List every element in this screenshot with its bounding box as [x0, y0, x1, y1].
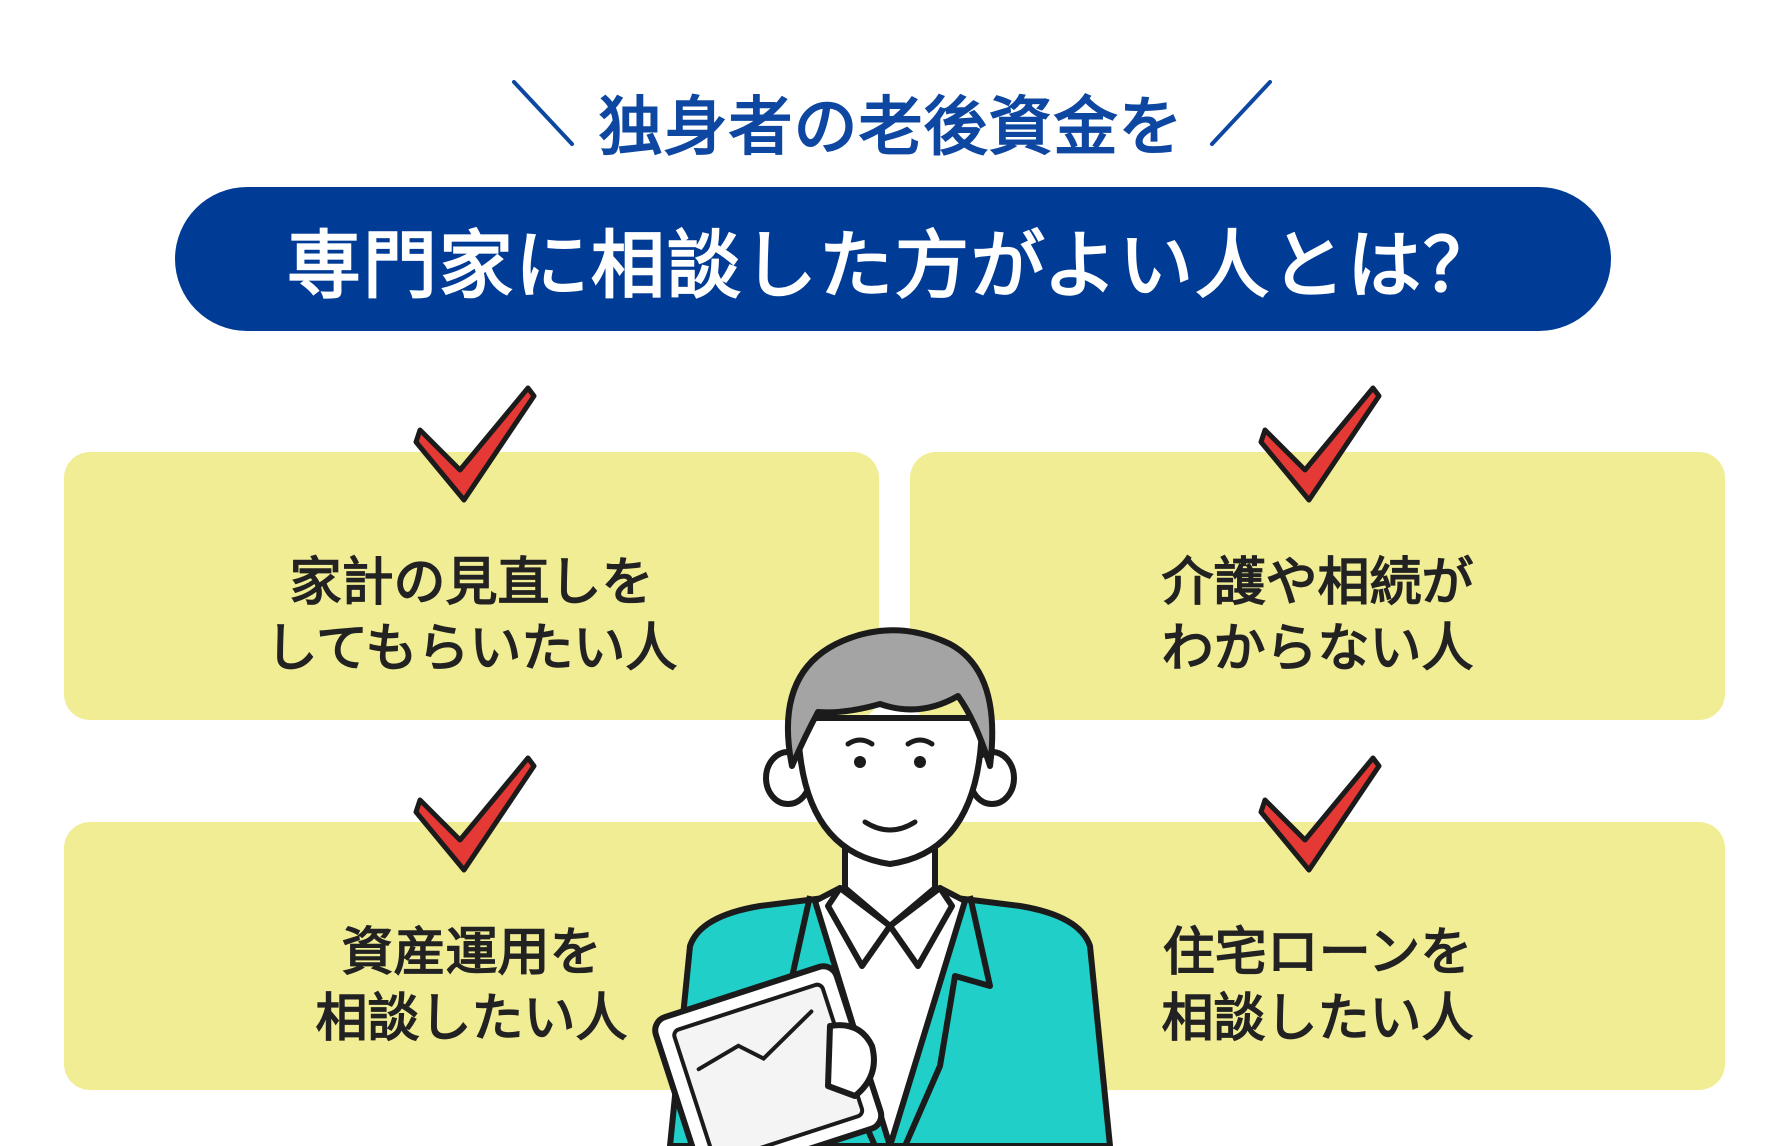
businessman-illustration [652, 627, 1113, 1146]
card-line: わからない人 [1161, 619, 1474, 679]
check-icon [1258, 755, 1382, 873]
card-line: してもらいたい人 [265, 619, 678, 679]
card-care-inheritance: 介護や相続が わからない人 [910, 452, 1725, 720]
card-line: 住宅ローンを [1162, 923, 1473, 983]
title-band: 専門家に相談した方がよい人とは？ [175, 187, 1611, 331]
subtitle-area: 独身者の老後資金を [0, 58, 1782, 168]
check-icon [1258, 385, 1382, 503]
card-line: 介護や相続が [1161, 553, 1474, 613]
card-household-budget: 家計の見直しを してもらいたい人 [64, 452, 879, 720]
left-slash-icon [512, 80, 574, 146]
card-line: 相談したい人 [315, 989, 628, 1049]
card-line: 資産運用を [341, 923, 602, 983]
card-line: 家計の見直しを [289, 553, 654, 613]
check-icon [413, 385, 537, 503]
check-icon [413, 755, 537, 873]
right-slash-icon [1210, 80, 1272, 146]
card-line: 相談したい人 [1161, 989, 1474, 1049]
subtitle: 独身者の老後資金を [598, 91, 1184, 165]
page-title: 専門家に相談した方がよい人とは？ [286, 222, 1500, 309]
